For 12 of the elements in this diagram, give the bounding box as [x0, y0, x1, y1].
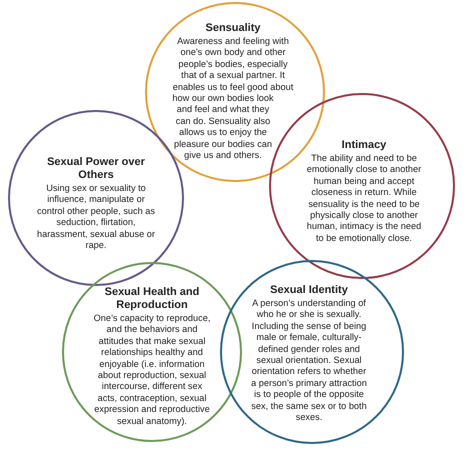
description-text: Awareness and feeling with one’s own body and other people’s bodies, especially that of a sexual partner. It enables us to feel good about how our own bodies look and feel and what they can do. Sensuality also allows us to enjoy the pleasure our bodies can give us and others. — [172, 36, 294, 160]
circle-heading: Sexual Power over Others — [47, 156, 145, 181]
circle-heading: Sexual Health and Reproduction — [104, 286, 200, 311]
circle-heading: Sexual Identity — [270, 284, 348, 296]
category-circle — [62, 262, 242, 442]
circle-heading: Sensuality — [205, 22, 261, 34]
description-text: A person’s understanding of who he or she is sexually. Including the sense of being male or female, culturally-defined gender roles and sexual orientation. Sexual orientation refers to whether a person’s primary attraction is to people of the opposite sex, the same sex or to both sexes. — [251, 298, 367, 422]
description-text: The ability and need to be emotionally close to another human being and accept closeness in return. While sensuality is the need to be physically close to another human, intimacy is the need to be emotionally close. — [306, 153, 422, 243]
description-text: Using sex or sexuality to influence, manipulate or control other people, such as seduction, flirtation, harassment, sexual abuse or rape. — [37, 183, 155, 250]
circle-heading: Intimacy — [342, 139, 386, 151]
category-circle — [220, 260, 404, 444]
description-text: One’s capacity to reproduce, and the behaviors and attitudes that make sexual relationships healthy and enjoyable (i.e. information about reproduction, sexual intercourse, different sex acts, contraception, sexual expression and reproductive sexual anatomy). — [94, 313, 210, 426]
